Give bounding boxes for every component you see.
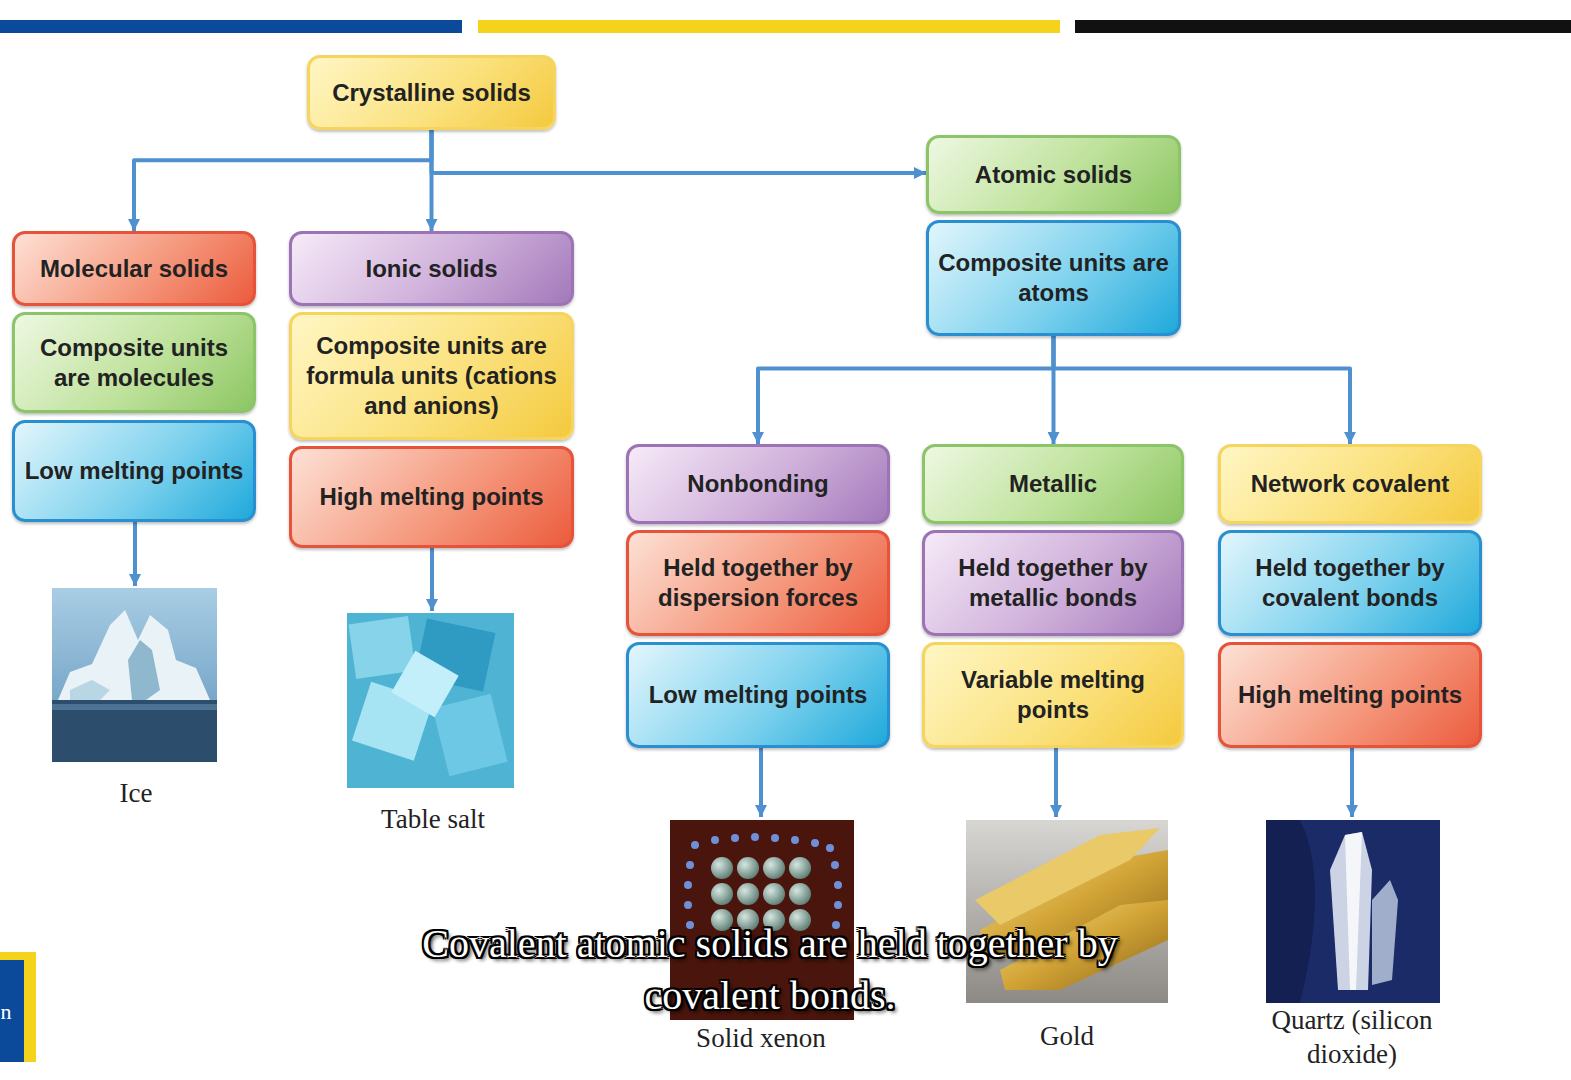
quartz-crystal <box>1372 880 1398 985</box>
box-text: Held together by metallic bonds <box>933 553 1173 613</box>
picture-arrow <box>430 548 434 611</box>
top-bar <box>0 20 462 33</box>
iceberg-arch <box>128 640 160 700</box>
flow-arrow <box>432 130 927 173</box>
sky <box>52 588 217 762</box>
box-text: Network covalent <box>1251 469 1450 499</box>
quartz-crystal <box>1330 832 1372 990</box>
category-box: Ionic solids <box>289 231 574 306</box>
category-box: High melting points <box>1218 642 1482 748</box>
category-box: Molecular solids <box>12 231 256 306</box>
quartz-ground <box>1266 820 1440 1003</box>
logo-letter: n <box>0 998 16 1026</box>
iceberg <box>58 610 210 700</box>
top-bar <box>1075 20 1571 33</box>
ice-photo <box>52 588 217 762</box>
picture-arrow <box>759 748 763 817</box>
box-text: High melting points <box>1238 680 1462 710</box>
subtitle: Covalent atomic solids are held together… <box>385 918 1155 1022</box>
water-reflection <box>52 704 217 710</box>
category-box: Held together by metallic bonds <box>922 530 1184 636</box>
salt-ground <box>347 613 514 788</box>
box-text: Molecular solids <box>40 254 228 284</box>
picture-caption: Ice <box>56 777 216 811</box>
category-box: Atomic solids <box>926 135 1181 214</box>
picture-arrow <box>1054 748 1058 817</box>
iceberg-shade <box>70 680 110 700</box>
box-text: Ionic solids <box>365 254 497 284</box>
picture-caption: Quartz (silicon dioxide) <box>1232 1004 1472 1072</box>
cloth-fold <box>1266 820 1315 1003</box>
box-text: Composite units are molecules <box>23 333 245 393</box>
category-box: Low melting points <box>626 642 890 748</box>
box-text: Held together by dispersion forces <box>637 553 879 613</box>
category-box: Held together by dispersion forces <box>626 530 890 636</box>
flow-arrow <box>1054 336 1351 444</box>
picture-arrow <box>1350 748 1354 817</box>
top-bar <box>478 20 1060 33</box>
box-text: High melting points <box>320 482 544 512</box>
gold-photo <box>966 820 1168 1003</box>
xenon-small-atoms <box>684 833 842 929</box>
box-text: Nonbonding <box>687 469 828 499</box>
salt-cube <box>432 694 507 776</box>
salt-photo <box>347 613 514 788</box>
picture-arrow <box>133 522 137 586</box>
category-box: Crystalline solids <box>307 55 556 130</box>
gold-ground <box>966 820 1168 1003</box>
category-box: Metallic <box>922 444 1184 524</box>
category-box: Composite units are formula units (catio… <box>289 312 574 440</box>
category-box: Composite units are molecules <box>12 312 256 413</box>
picture-caption: Gold <box>1007 1020 1127 1054</box>
category-box: Network covalent <box>1218 444 1482 524</box>
salt-cube <box>391 651 458 718</box>
box-text: Metallic <box>1009 469 1097 499</box>
picture-caption: Table salt <box>333 803 533 837</box>
category-box: Held together by covalent bonds <box>1218 530 1482 636</box>
flow-arrow <box>134 130 432 231</box>
box-text: Held together by covalent bonds <box>1229 553 1471 613</box>
picture-caption: Solid xenon <box>651 1022 871 1056</box>
category-box: High melting points <box>289 446 574 548</box>
box-text: Low melting points <box>649 680 868 710</box>
box-text: Crystalline solids <box>332 78 531 108</box>
flow-arrow <box>758 336 1054 444</box>
category-box: Nonbonding <box>626 444 890 524</box>
box-text: Composite units are formula units (catio… <box>300 331 563 421</box>
quartz-facet <box>1345 832 1362 990</box>
picture-arrows <box>135 522 1352 817</box>
box-text: Composite units are atoms <box>937 248 1170 308</box>
box-text: Low melting points <box>25 456 244 486</box>
quartz-photo <box>1266 820 1440 1003</box>
category-box: Low melting points <box>12 420 256 522</box>
xenon-atoms <box>711 857 811 931</box>
water <box>52 700 217 762</box>
box-text: Atomic solids <box>975 160 1132 190</box>
category-box: Variable melting points <box>922 642 1184 748</box>
category-box: Composite units are atoms <box>926 220 1181 336</box>
box-text: Variable melting points <box>933 665 1173 725</box>
